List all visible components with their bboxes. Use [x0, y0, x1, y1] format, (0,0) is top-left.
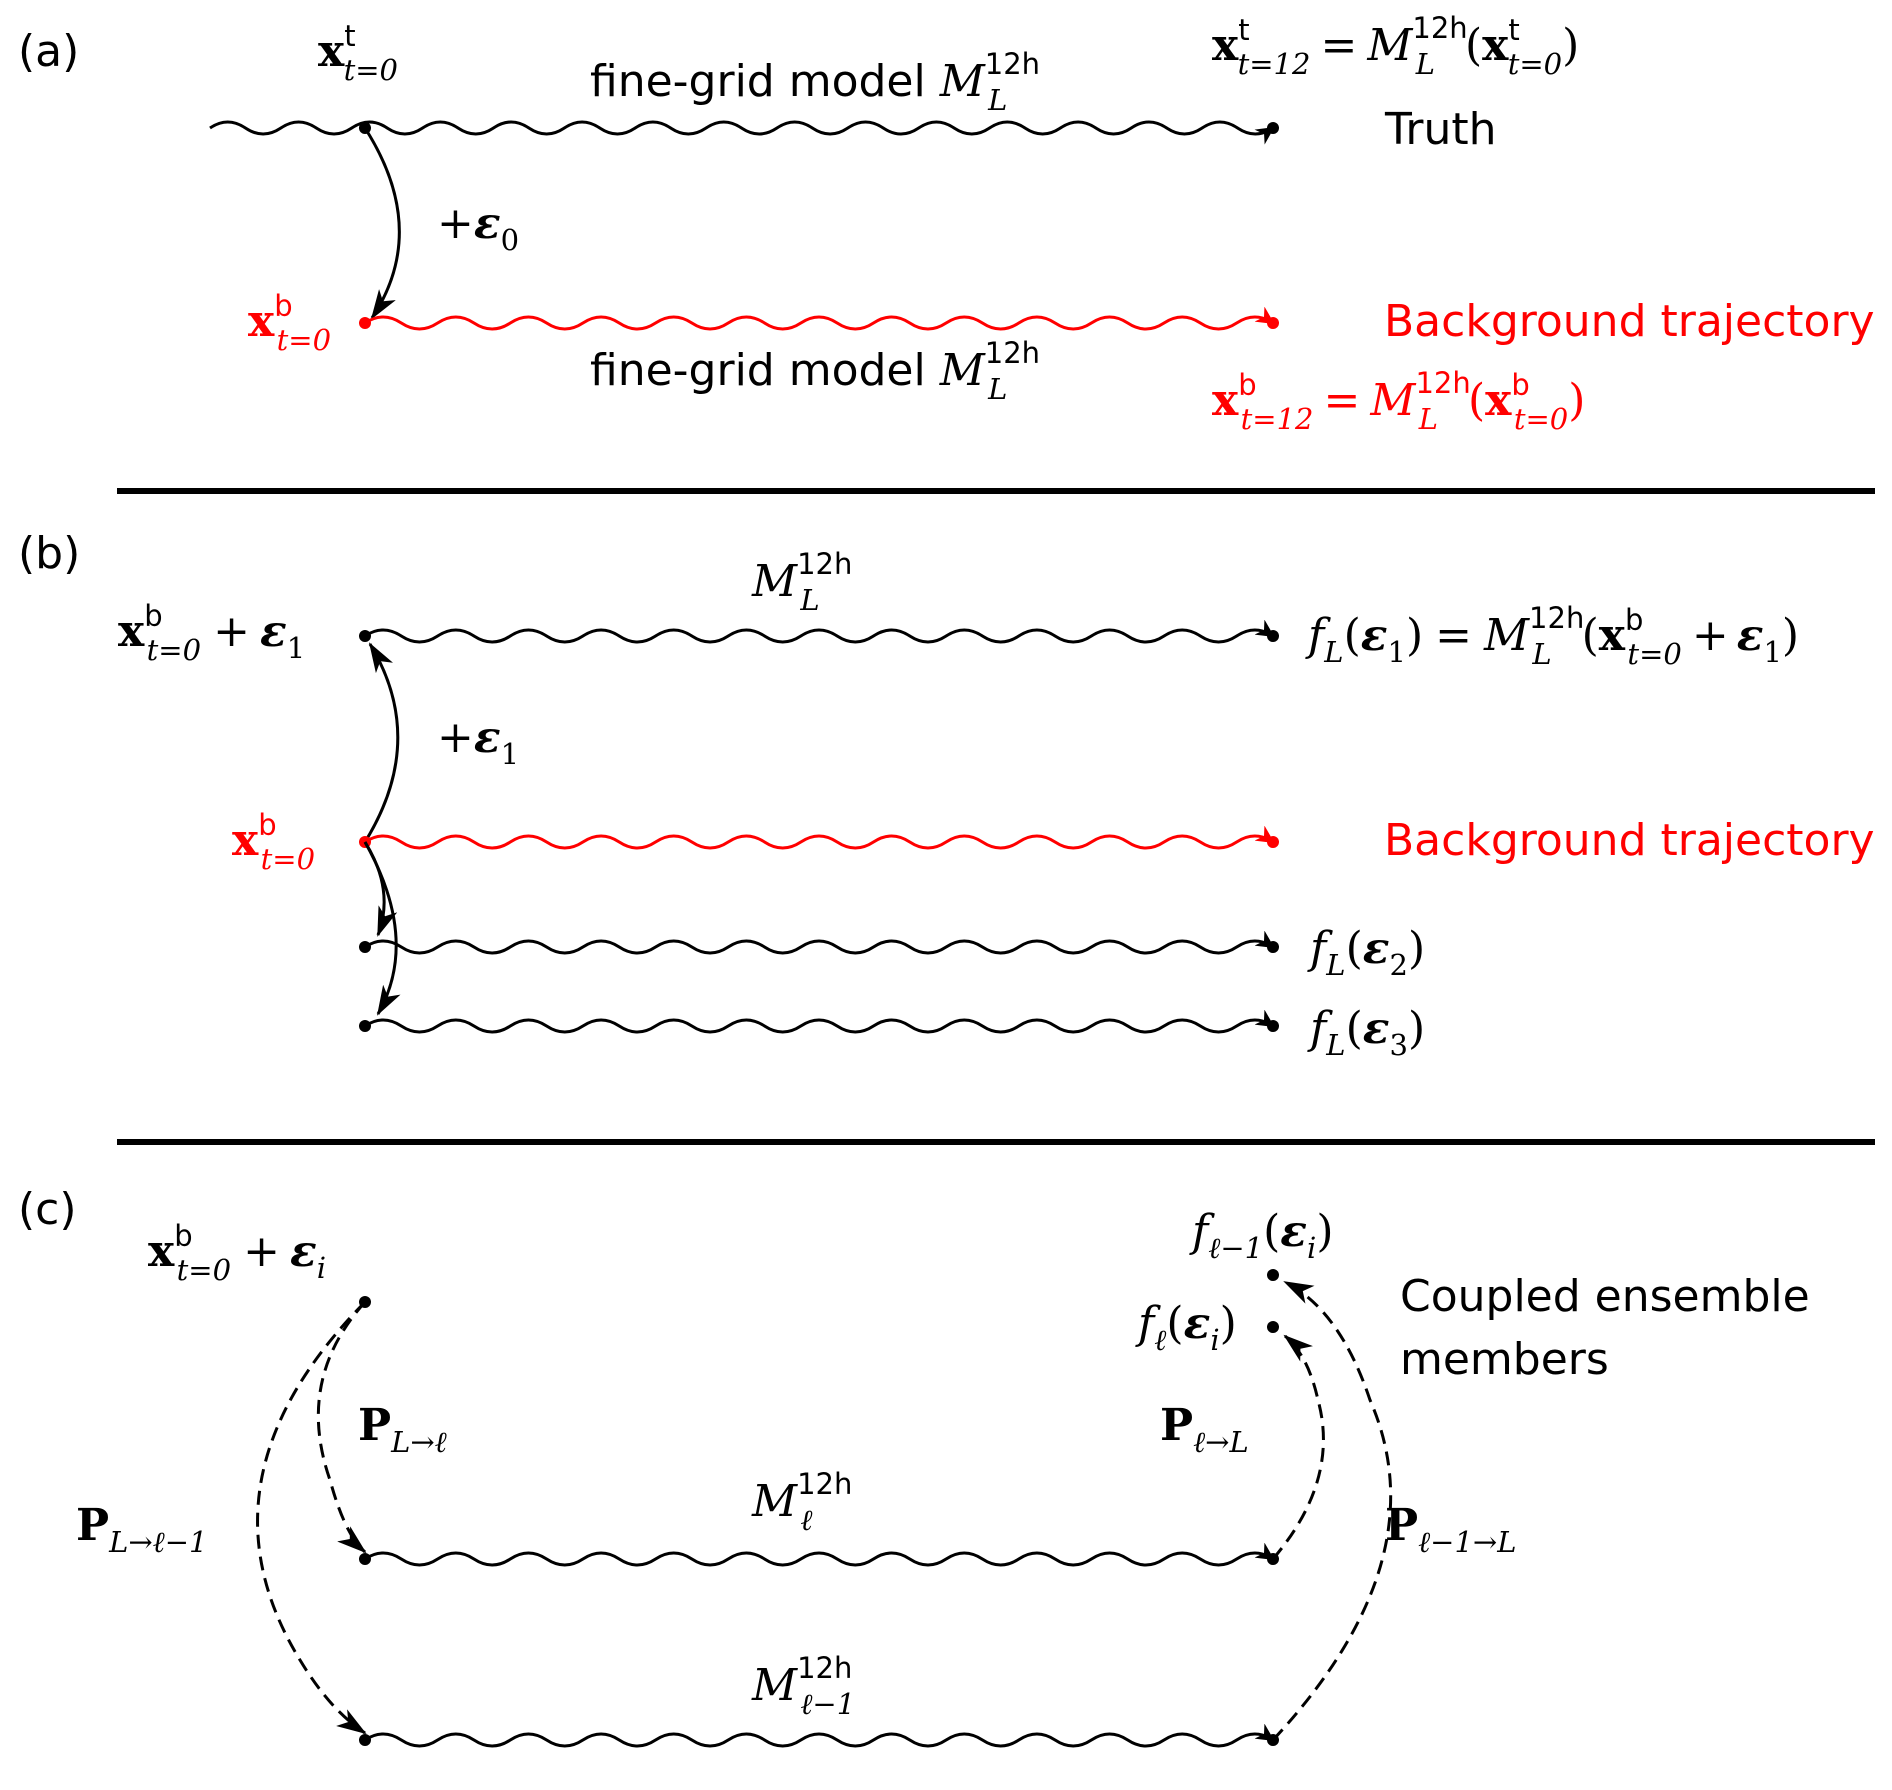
panel-c-label: (c): [18, 1184, 77, 1235]
perturbation-arc-eps2: [363, 841, 398, 937]
panel-b-label: (b): [18, 528, 80, 579]
projection-l-to-L-label: Pℓ→L: [1160, 1400, 1249, 1459]
member-3-end-dot: [1267, 1020, 1279, 1032]
projection-arc-l-to-L: [1271, 1334, 1325, 1560]
member-1-trajectory: [364, 619, 1275, 644]
coupled-end-l-label: fℓ(εi): [1135, 1298, 1237, 1357]
truth-label: Truth: [1384, 104, 1497, 155]
member-2-end-dot: [1267, 941, 1279, 953]
coupled-end-lm1-label: fℓ−1(εi): [1189, 1206, 1334, 1265]
background-trajectory-label-a: Background trajectory: [1384, 296, 1875, 347]
level-lm1-trajectory: [364, 1723, 1275, 1748]
perturbation-eps0-label: +ε0: [437, 198, 519, 257]
panel-divider-2: [117, 1139, 1875, 1145]
member-1-end-dot: [1267, 630, 1279, 642]
member-3-start-dot: [359, 1020, 371, 1032]
projection-L-to-lm1-label: PL→ℓ−1: [76, 1500, 207, 1559]
member-2-end-label: fL(ε2): [1307, 923, 1425, 982]
background-start-dot: [359, 317, 371, 329]
perturbation-arc-eps0: [363, 127, 401, 320]
member-1-start-dot: [359, 630, 371, 642]
truth-end-dot: [1267, 122, 1279, 134]
coupled-end-dot-lm1: [1267, 1269, 1279, 1281]
level-lm1-start-dot: [359, 1734, 371, 1746]
perturbation-eps1-label: +ε1: [437, 712, 519, 771]
perturbation-arc-eps3: [363, 841, 401, 1016]
projection-lm1-to-L-label: Pℓ−1→L: [1385, 1500, 1516, 1559]
projection-arc-lm1-to-L: [1271, 1280, 1393, 1742]
projection-L-to-l-label: PL→ℓ: [358, 1400, 447, 1459]
level-l-trajectory: [364, 1542, 1275, 1567]
member-2-start-dot: [359, 941, 371, 953]
background-end-dot: [1267, 317, 1279, 329]
member-3-end-label: fL(ε3): [1307, 1003, 1425, 1062]
truth-trajectory: [209, 120, 1275, 145]
projection-arc-L-to-l: [316, 1300, 367, 1554]
coupled-end-dot-l: [1267, 1321, 1279, 1333]
coupled-members-label-line2: members: [1400, 1334, 1609, 1385]
panel-divider-1: [117, 488, 1875, 494]
coupled-members-label-line1: Coupled ensemble: [1400, 1271, 1810, 1322]
perturbation-arc-eps1: [363, 642, 400, 843]
level-l-start-dot: [359, 1553, 371, 1565]
background-trajectory-b: [364, 825, 1275, 850]
background-trajectory-label-b: Background trajectory: [1384, 815, 1875, 866]
member-2-trajectory: [364, 930, 1275, 955]
member-3-trajectory: [364, 1009, 1275, 1034]
background-end-dot-b: [1267, 836, 1279, 848]
panel-a-label: (a): [18, 26, 79, 77]
background-trajectory-a: [364, 306, 1275, 331]
projection-arc-L-to-lm1: [256, 1300, 367, 1735]
